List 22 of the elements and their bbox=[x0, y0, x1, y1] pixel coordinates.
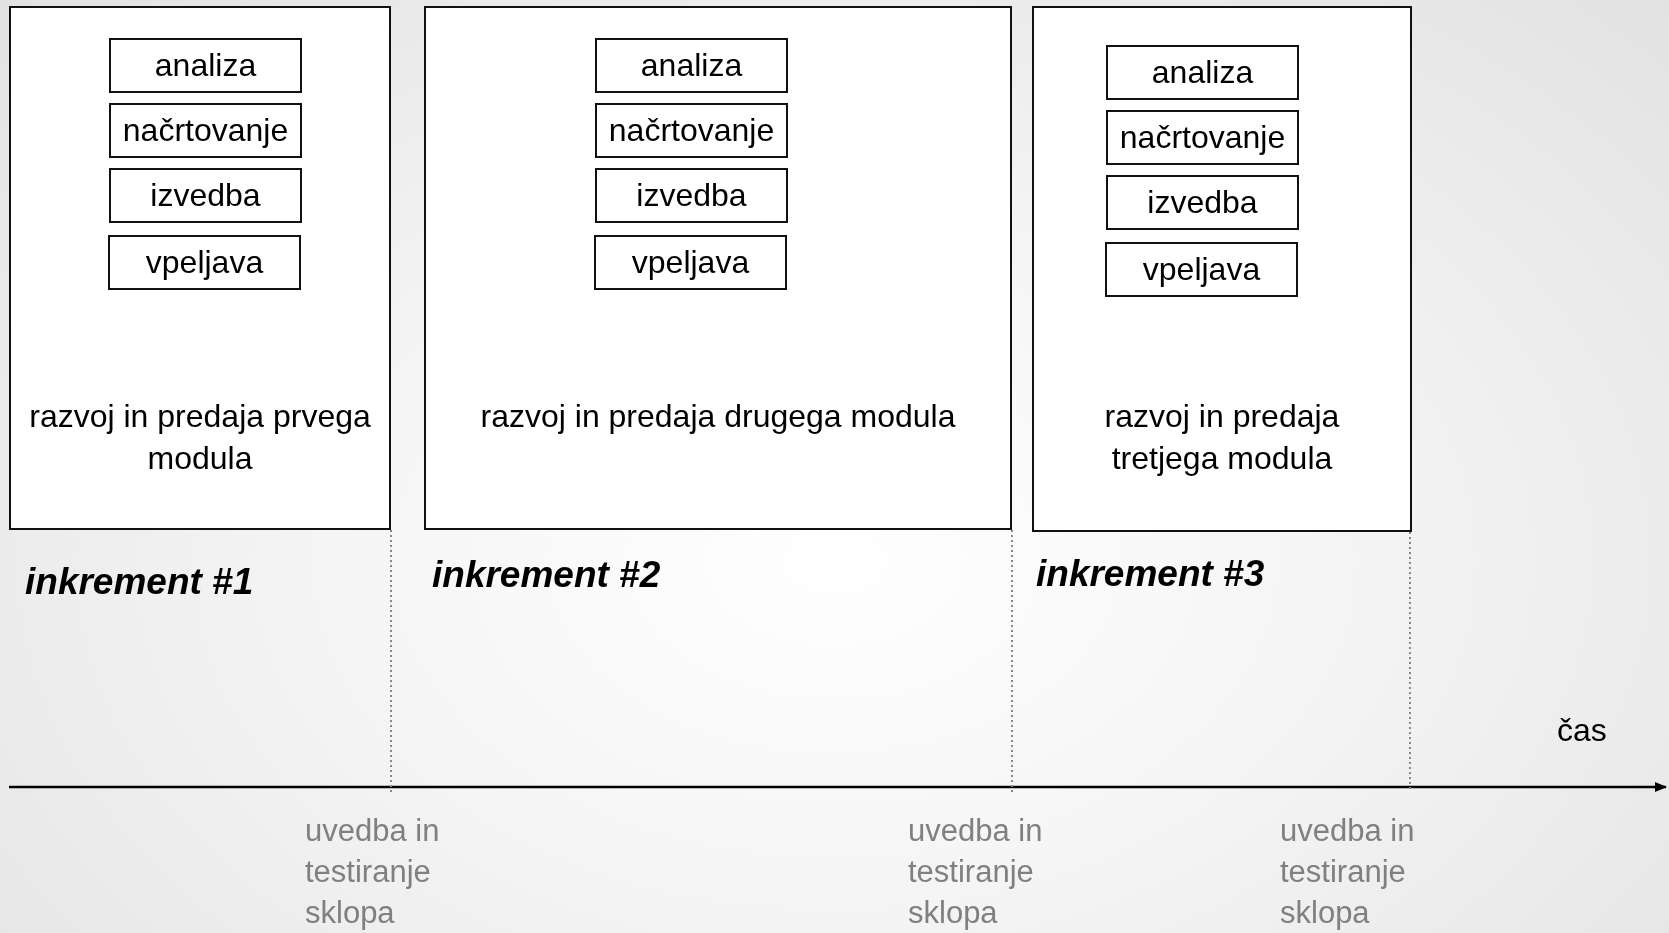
phase-box: vpeljava bbox=[594, 235, 787, 290]
module-description: razvoj in predaja drugega modula bbox=[479, 397, 957, 436]
phase-box: načrtovanje bbox=[1106, 110, 1299, 165]
phase-box: izvedba bbox=[1106, 175, 1299, 230]
phase-box: analiza bbox=[109, 38, 302, 93]
phase-box: načrtovanje bbox=[109, 103, 302, 158]
module-description: razvoj in predaja tretjega modula bbox=[1103, 397, 1341, 478]
phase-box: analiza bbox=[595, 38, 788, 93]
module-description: razvoj in predaja prvega modula bbox=[29, 397, 371, 478]
phase-box: vpeljava bbox=[1105, 242, 1298, 297]
increment-heading: inkrement #2 bbox=[432, 554, 661, 596]
increment-heading: inkrement #1 bbox=[25, 561, 254, 603]
phase-box: vpeljava bbox=[108, 235, 301, 290]
milestone-label: uvedba in testiranje sklopa bbox=[908, 812, 1044, 932]
milestone-label: uvedba in testiranje sklopa bbox=[305, 812, 441, 932]
phase-box: izvedba bbox=[109, 168, 302, 223]
milestone-label: uvedba in testiranje sklopa bbox=[1280, 812, 1416, 932]
phase-box: analiza bbox=[1106, 45, 1299, 100]
increment-heading: inkrement #3 bbox=[1036, 553, 1265, 595]
axis-label: čas bbox=[1557, 712, 1607, 749]
phase-box: izvedba bbox=[595, 168, 788, 223]
phase-box: načrtovanje bbox=[595, 103, 788, 158]
